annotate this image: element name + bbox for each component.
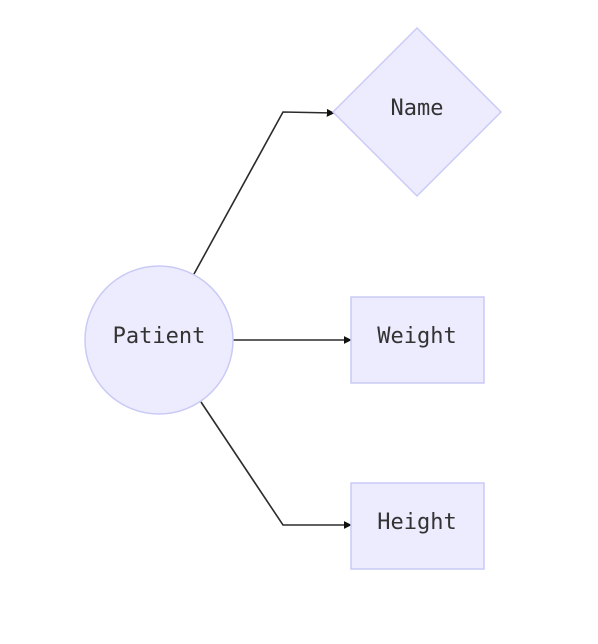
node-patient-label: Patient xyxy=(113,324,206,349)
node-patient[interactable]: Patient xyxy=(84,265,234,415)
edge-patient-to-name xyxy=(193,108,335,275)
node-name-label: Name xyxy=(391,96,444,121)
node-height[interactable]: Height xyxy=(350,482,485,570)
node-name-diamond xyxy=(331,26,503,198)
node-weight-label: Weight xyxy=(377,324,456,349)
node-patient-circle xyxy=(84,265,234,415)
node-name[interactable]: Name xyxy=(331,26,503,198)
node-weight-box xyxy=(350,296,485,384)
node-height-label: Height xyxy=(377,510,456,535)
edge-patient-to-height xyxy=(200,401,352,529)
node-height-box xyxy=(350,482,485,570)
node-weight[interactable]: Weight xyxy=(350,296,485,384)
